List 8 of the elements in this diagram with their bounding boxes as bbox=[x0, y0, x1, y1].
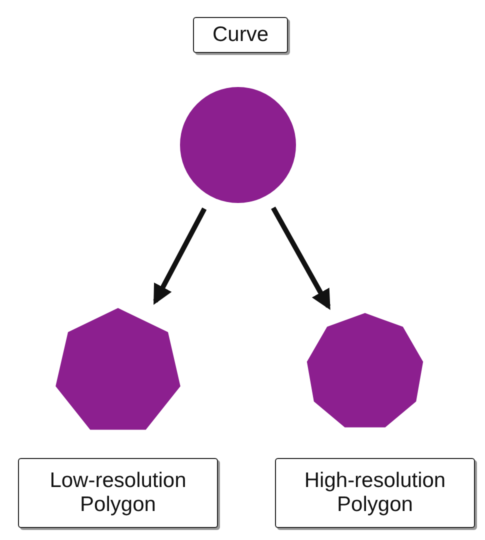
node-label: High-resolution Polygon bbox=[303, 468, 447, 518]
arrow bbox=[271, 206, 331, 310]
label-box bbox=[275, 458, 475, 528]
label-box bbox=[18, 458, 218, 528]
label-box bbox=[193, 17, 288, 53]
node-label: Curve bbox=[212, 22, 269, 48]
node-label: Low-resolution Polygon bbox=[48, 468, 188, 518]
arrow bbox=[153, 208, 207, 305]
